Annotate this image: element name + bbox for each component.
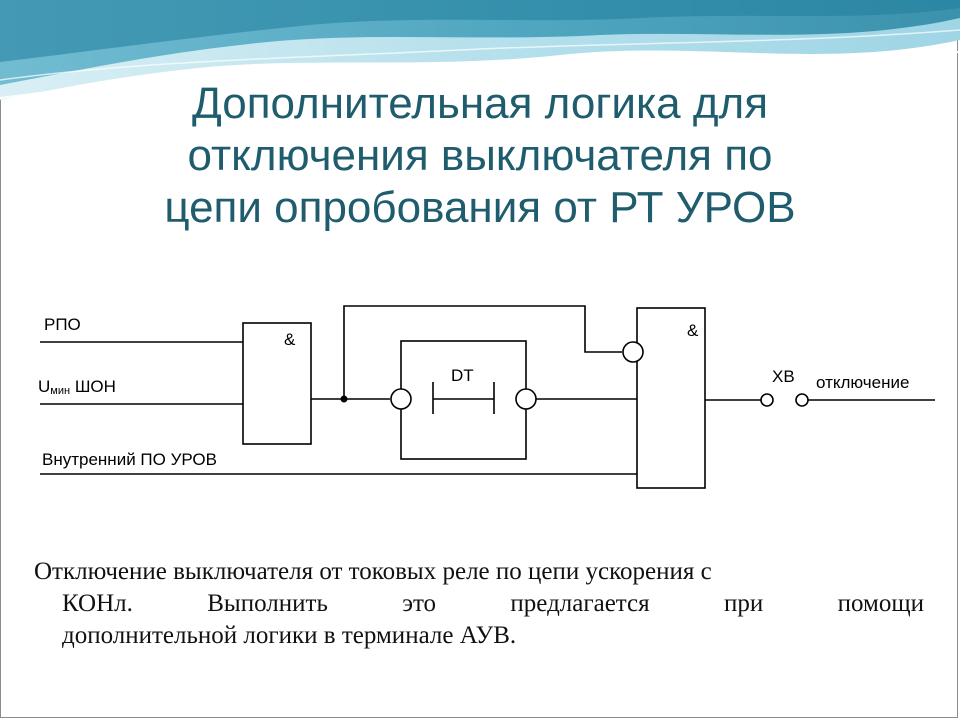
and-gate-2 xyxy=(636,307,706,489)
slide-body-text: Отключение выключателя от токовых реле п… xyxy=(34,556,924,652)
label-umin-sub: мин xyxy=(50,385,70,397)
bypass-line xyxy=(343,305,622,399)
timer-output-inverter xyxy=(515,388,537,410)
body-line-3: дополнительной логики в терминале АУВ. xyxy=(62,622,517,649)
timer-block xyxy=(400,340,527,460)
contact-label: ХВ xyxy=(772,367,795,386)
title-line-1: Дополнительная логика для xyxy=(191,79,769,128)
gate1-symbol: & xyxy=(284,330,296,349)
logic-diagram: РПО Uмин ШОН Внутренний ПО УРОВ & & DT Х… xyxy=(38,305,935,489)
body-line-2: КОНл. Выполнить это предлагается при пом… xyxy=(62,590,924,617)
contact-xb-right xyxy=(795,393,809,407)
title-line-2: отключения выключателя по xyxy=(187,131,773,180)
slide-title: Дополнительная логика для отключения вык… xyxy=(60,78,900,234)
label-shon: ШОН xyxy=(75,377,116,396)
contact-xb-left xyxy=(760,393,774,407)
output-label: отключение xyxy=(816,373,909,392)
and-gate-1 xyxy=(242,322,312,445)
timer-input-inverter xyxy=(390,388,412,410)
junction-dot xyxy=(340,395,348,403)
decorative-wave-banner xyxy=(0,0,960,100)
gate2-symbol: & xyxy=(687,321,699,340)
gate2-inverted-input xyxy=(622,341,644,363)
title-line-3: цепи опробования от РТ УРОВ xyxy=(164,183,796,232)
label-internal-uron: Внутренний ПО УРОВ xyxy=(42,450,217,469)
timer-label: DT xyxy=(451,366,474,385)
label-umin: Uмин ШОН xyxy=(38,377,116,397)
label-umin-main: U xyxy=(38,377,50,396)
body-line-1: Отключение выключателя от токовых реле п… xyxy=(34,558,712,585)
label-rpo: РПО xyxy=(44,315,81,334)
